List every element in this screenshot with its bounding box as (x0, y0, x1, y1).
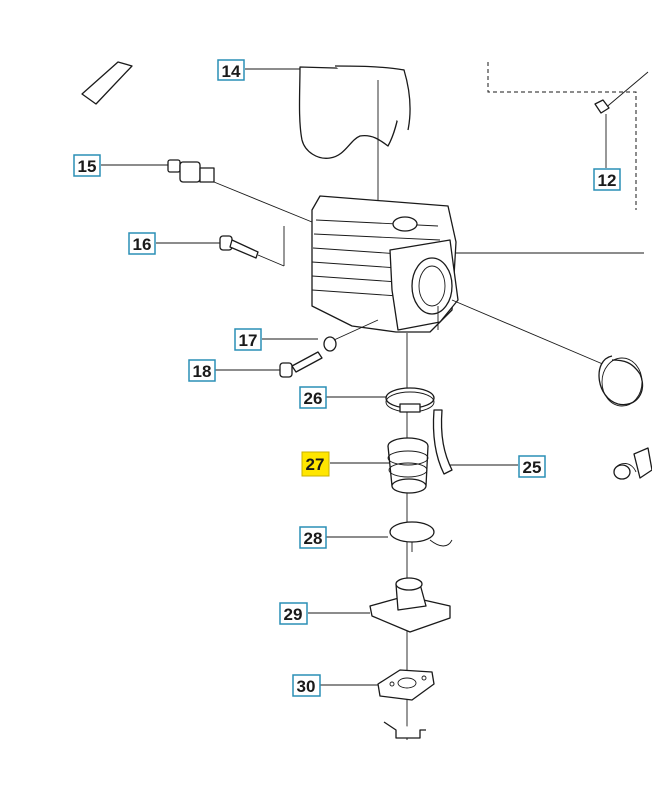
callout-27-highlighted[interactable]: 27 (301, 451, 330, 477)
svg-text:18: 18 (193, 362, 212, 381)
svg-text:16: 16 (133, 235, 152, 254)
assembly-boundary-dashed (487, 62, 637, 210)
svg-text:12: 12 (598, 171, 617, 190)
part-12-screw (594, 71, 649, 168)
part-29-flange (308, 577, 451, 633)
callout-25[interactable]: 25 (518, 455, 546, 478)
callout-28[interactable]: 28 (299, 526, 327, 549)
svg-text:30: 30 (297, 677, 316, 696)
callout-29[interactable]: 29 (279, 602, 308, 625)
part-26-clamp (326, 387, 435, 413)
svg-text:25: 25 (523, 458, 542, 477)
svg-text:29: 29 (284, 605, 303, 624)
svg-text:27: 27 (306, 455, 325, 474)
lever-fragment (81, 61, 133, 105)
svg-text:26: 26 (304, 389, 323, 408)
part-27-intake-boot (330, 437, 429, 494)
svg-text:14: 14 (222, 62, 241, 81)
svg-text:17: 17 (239, 331, 258, 350)
callout-15[interactable]: 15 (73, 154, 101, 177)
part-15-spark-plug (101, 159, 313, 223)
callout-30[interactable]: 30 (292, 674, 321, 697)
partial-part-right (613, 447, 652, 480)
part-28-clip (326, 521, 453, 552)
callout-14[interactable]: 14 (217, 59, 245, 81)
piston-ring (598, 355, 644, 407)
part-25-hose (432, 409, 518, 475)
callout-17[interactable]: 17 (234, 328, 262, 351)
callout-26[interactable]: 26 (299, 386, 327, 409)
callout-18[interactable]: 18 (188, 359, 216, 382)
part-17-washer (262, 319, 379, 352)
callout-12[interactable]: 12 (593, 168, 621, 191)
part-14-cover (245, 65, 411, 228)
part-30-gasket (320, 669, 435, 701)
svg-text:28: 28 (304, 529, 323, 548)
part-18-bolt (215, 351, 323, 378)
part-16-bolt (156, 226, 285, 267)
partial-part-bottom (383, 721, 426, 739)
cylinder-body (311, 195, 644, 366)
callout-16[interactable]: 16 (128, 232, 156, 255)
svg-text:15: 15 (78, 157, 97, 176)
